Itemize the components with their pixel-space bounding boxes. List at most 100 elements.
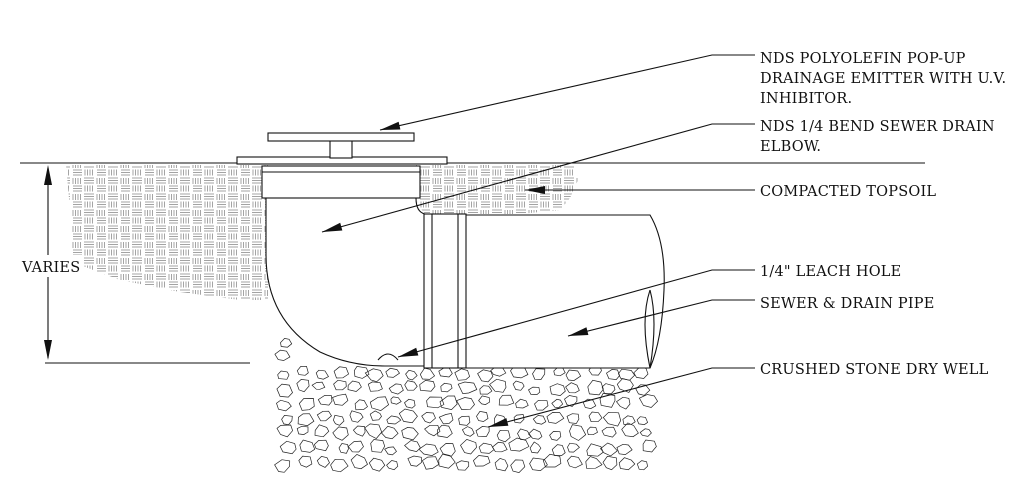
stone: [440, 382, 453, 393]
leader-elbow-arrowhead: [322, 222, 343, 232]
topsoil-hatch-area: [66, 165, 578, 300]
stone: [314, 424, 330, 438]
leader-leach-hole: [397, 269, 755, 358]
sewer-drain-elbow: [261, 165, 467, 369]
stone: [642, 439, 657, 453]
stone: [316, 410, 332, 422]
stone: [599, 442, 618, 457]
stone: [585, 456, 603, 469]
leader-emitter: [379, 54, 755, 131]
stone: [276, 399, 292, 412]
stone: [404, 398, 416, 409]
stone: [510, 459, 526, 473]
stone: [602, 411, 622, 427]
stone: [296, 379, 310, 393]
stone: [437, 424, 453, 438]
stone: [602, 455, 618, 471]
stone: [439, 443, 456, 457]
stone: [615, 396, 631, 410]
stone: [364, 368, 384, 383]
stone: [347, 380, 362, 392]
stone: [460, 438, 477, 455]
stone: [551, 444, 566, 456]
stone: [419, 367, 436, 380]
stone: [296, 365, 309, 376]
stone: [386, 415, 402, 425]
stone: [384, 446, 397, 456]
stone: [367, 381, 383, 392]
stone: [588, 411, 603, 423]
stone: [478, 442, 495, 454]
callout-dry-well: CRUSHED STONE DRY WELL: [760, 362, 989, 378]
stone: [549, 431, 562, 441]
stone: [419, 380, 436, 392]
stone: [534, 399, 549, 411]
stone: [456, 397, 475, 410]
stone: [280, 338, 293, 348]
leader-dry-well: [487, 367, 755, 428]
stone: [401, 427, 419, 441]
stone: [421, 412, 436, 424]
leader-elbow: [321, 123, 755, 233]
stone: [455, 460, 470, 471]
stone: [421, 456, 440, 470]
stone: [528, 386, 541, 395]
dimension-label-varies: VARIES: [21, 260, 80, 276]
stone: [508, 437, 530, 452]
stone: [313, 439, 329, 452]
stone: [296, 425, 309, 435]
stone: [350, 453, 368, 470]
stone: [617, 368, 636, 381]
stone: [386, 460, 399, 471]
stone: [298, 455, 313, 468]
stone: [299, 439, 316, 453]
stone: [477, 369, 494, 383]
stone: [333, 414, 345, 426]
stone: [638, 394, 659, 408]
stone: [494, 458, 509, 472]
stone: [621, 422, 639, 438]
stone: [438, 453, 456, 469]
stone: [513, 414, 525, 424]
stone: [276, 383, 293, 398]
stone: [369, 396, 390, 411]
stone: [478, 395, 491, 405]
stone: [586, 443, 604, 457]
stone: [354, 399, 368, 411]
stone: [364, 423, 383, 439]
stone: [330, 458, 349, 473]
stone: [424, 424, 441, 437]
stone: [565, 382, 580, 394]
stone: [636, 416, 649, 425]
stone: [332, 393, 349, 406]
stone: [565, 369, 582, 381]
stone: [407, 455, 422, 467]
stone: [639, 428, 652, 437]
stone: [461, 426, 475, 437]
stone: [491, 441, 508, 453]
stone: [601, 426, 617, 438]
stone: [298, 398, 315, 411]
stone: [281, 415, 293, 426]
leader-pipe: [567, 299, 755, 337]
stone: [542, 453, 562, 468]
stone: [475, 426, 490, 437]
stone: [315, 369, 329, 380]
pop-up-emitter: [236, 132, 448, 165]
callout-leach-hole: 1/4" LEACH HOLE: [760, 264, 901, 280]
stone: [454, 368, 471, 381]
sewer-drain-pipe: [461, 214, 665, 369]
stone: [636, 460, 648, 471]
stone: [517, 428, 532, 441]
stone: [472, 455, 491, 467]
callout-topsoil: COMPACTED TOPSOIL: [760, 184, 936, 200]
stone: [353, 366, 370, 379]
stone: [426, 396, 445, 409]
stone: [496, 429, 511, 443]
stone: [316, 456, 330, 468]
stone: [438, 412, 454, 425]
stone: [489, 378, 507, 393]
stone: [616, 443, 633, 455]
stone: [512, 380, 525, 391]
